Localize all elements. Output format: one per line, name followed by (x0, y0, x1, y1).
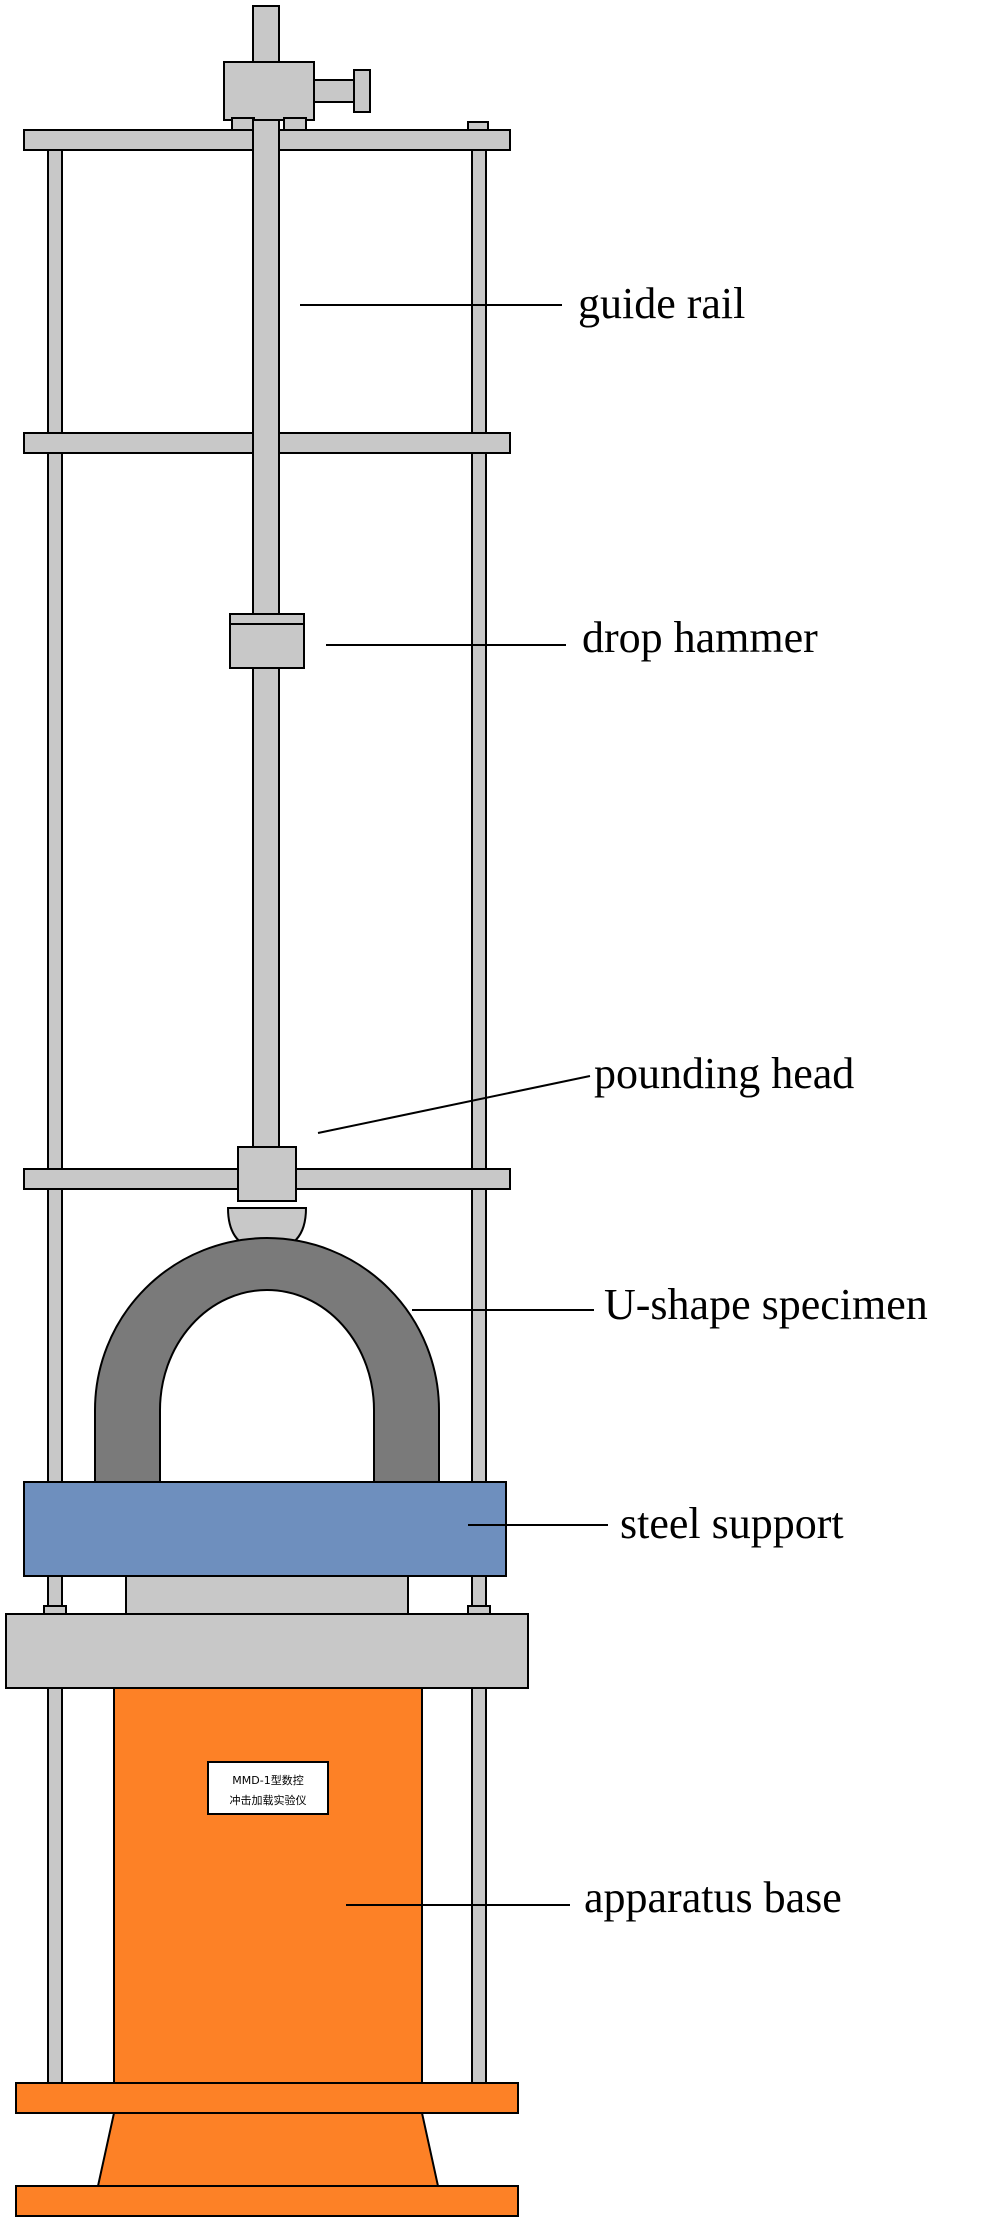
nameplate-line-2: 冲击加载实验仪 (230, 1793, 307, 1807)
label-apparatus-base: apparatus base (584, 1873, 842, 1922)
base-foot-trapezoid (96, 2112, 440, 2187)
top-clamp-foot-right (283, 117, 307, 131)
base-foot-plate-lower (15, 2185, 519, 2217)
label-steel-support: steel support (620, 1499, 844, 1548)
pounding-head-leader (317, 1075, 591, 1134)
pounding-head-body (237, 1146, 297, 1202)
steel-support-pedestal (125, 1575, 409, 1615)
top-clamp-block (223, 61, 315, 121)
u-shape-specimen (94, 1237, 440, 1483)
label-u-shape-specimen: U-shape specimen (604, 1280, 928, 1329)
top-rod-cap (252, 5, 280, 67)
base-top-plate (5, 1613, 529, 1689)
nameplate-line-1: MMD-1型数控 (232, 1773, 303, 1787)
right-column-nut (467, 1605, 491, 1615)
top-clamp-foot-left (231, 117, 255, 131)
left-column-nut (43, 1605, 67, 1615)
label-guide-rail: guide rail (578, 279, 746, 328)
nameplate (207, 1761, 329, 1815)
steel-support (23, 1481, 507, 1577)
top-clamp-screw (313, 79, 355, 103)
drop-hammer (229, 613, 305, 669)
label-drop-hammer: drop hammer (582, 613, 818, 662)
label-pounding-head: pounding head (594, 1049, 855, 1098)
top-clamp-knob (353, 69, 371, 113)
base-foot-plate-upper (15, 2082, 519, 2114)
apparatus-base (113, 1687, 423, 2084)
